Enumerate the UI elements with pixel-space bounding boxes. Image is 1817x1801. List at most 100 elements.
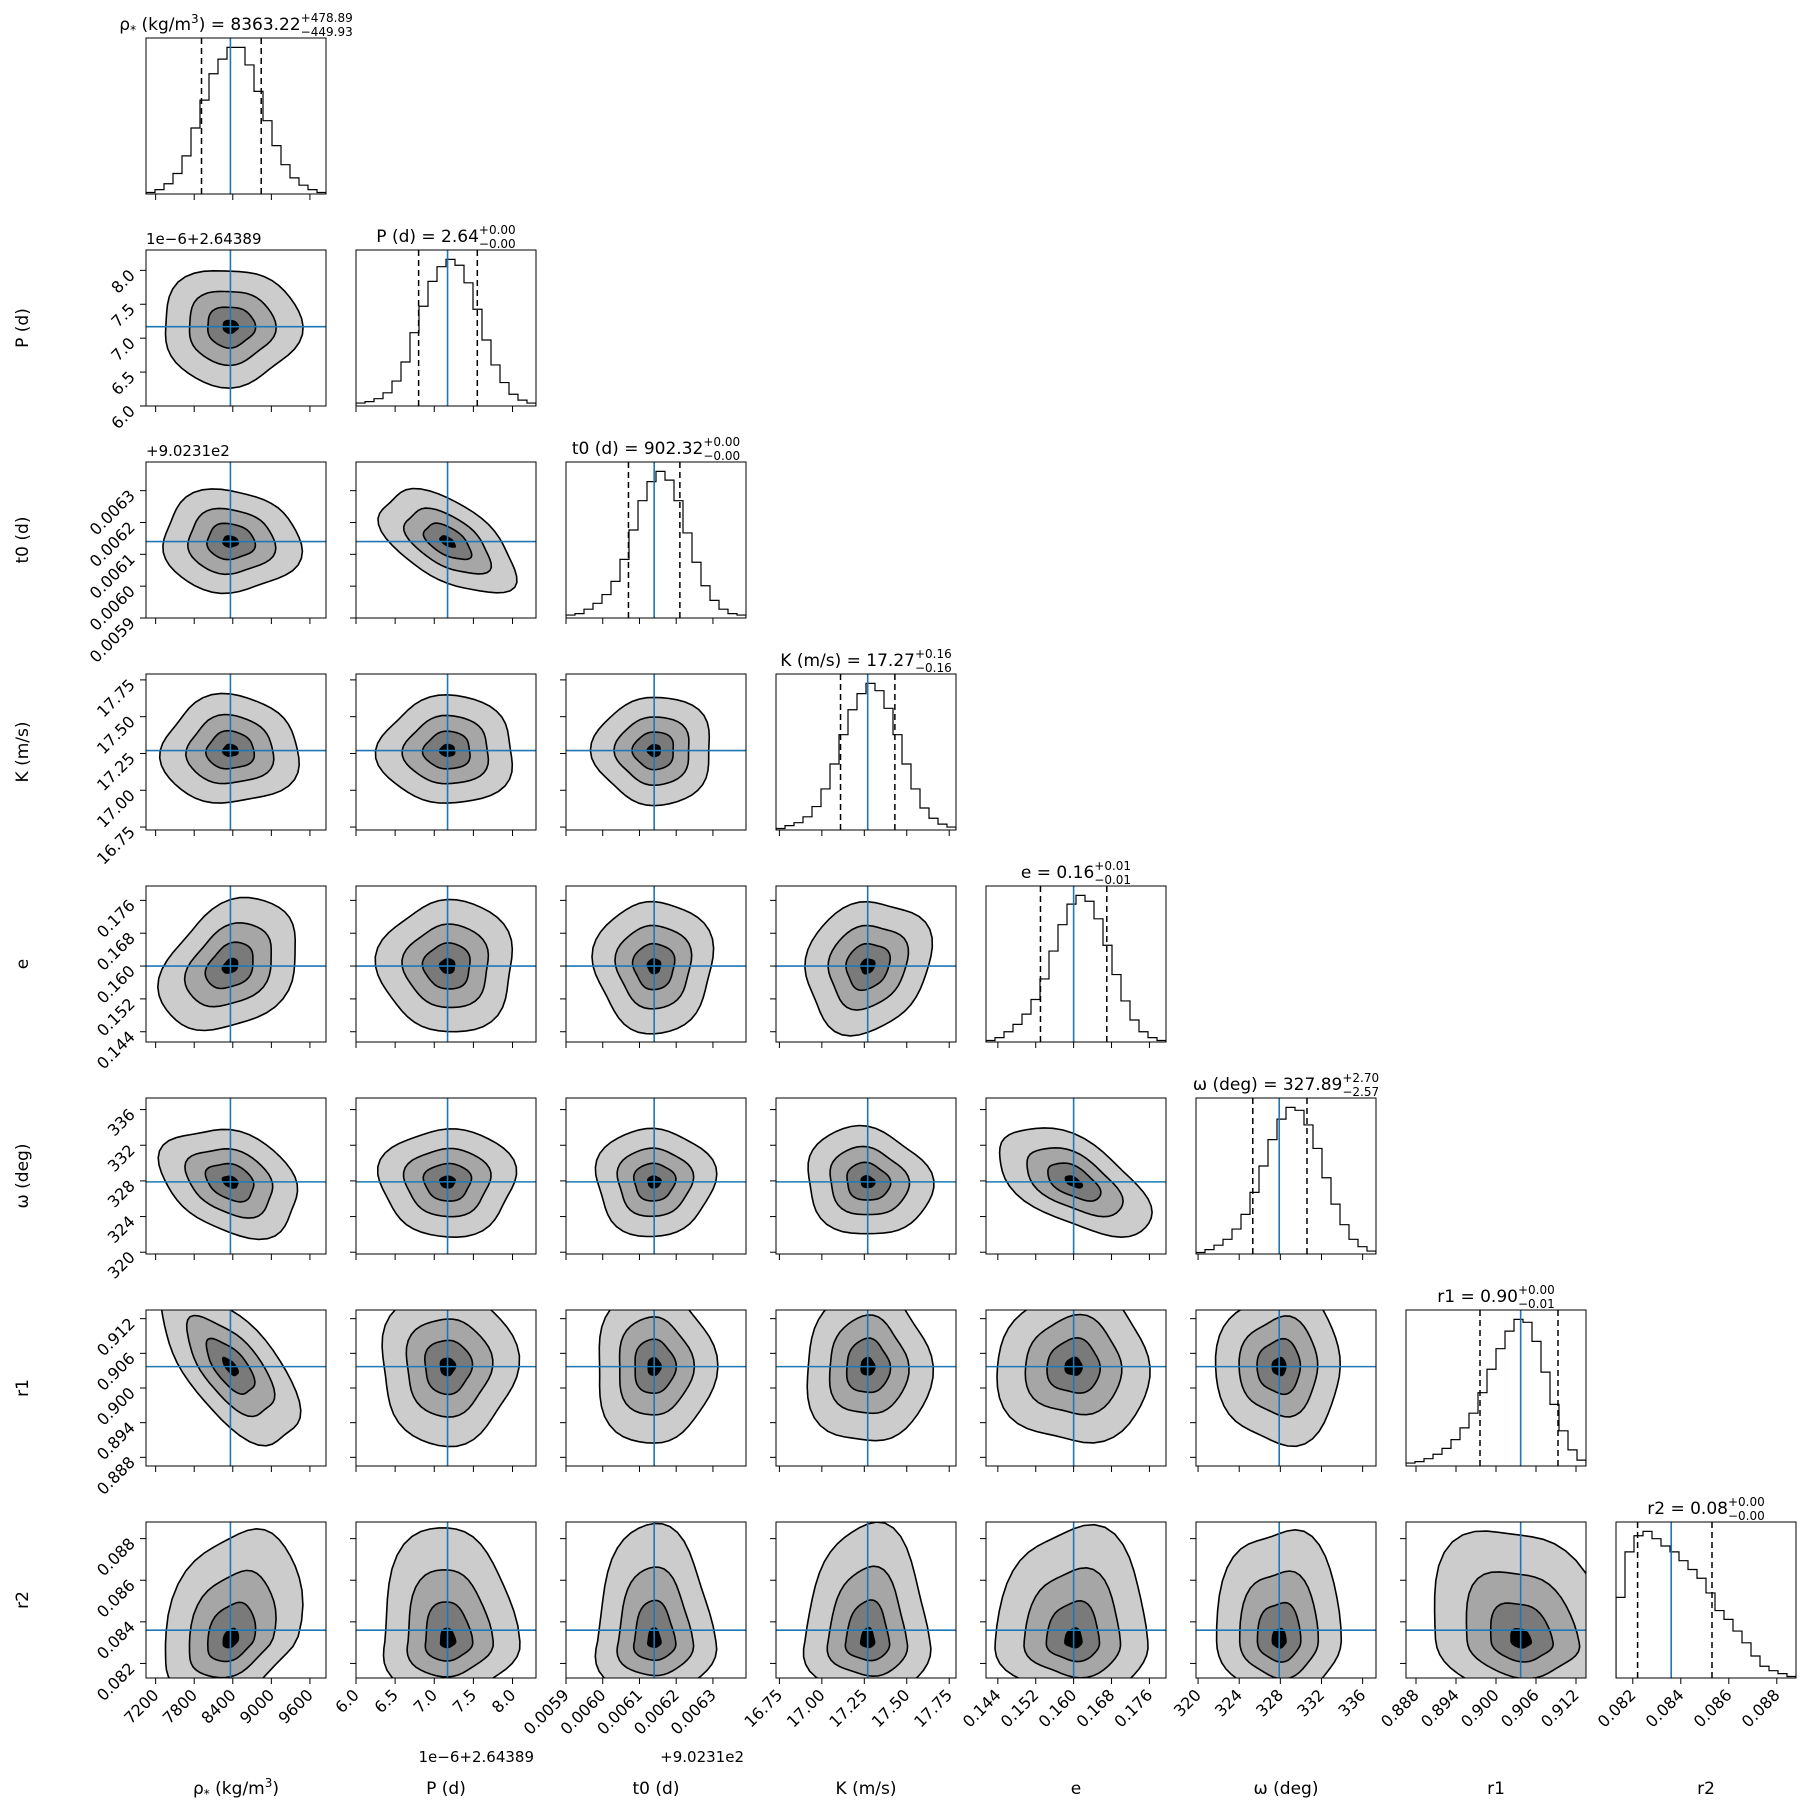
x-axis-label: ρ* (kg/m3) [193,1776,279,1801]
axes-frame [1615,1521,1797,1679]
x-tick-label: 17.75 [910,1685,956,1731]
axes-frame [355,885,537,1043]
hist-panel-r2: r2 = 0.08+0.00−0.00 [1615,1495,1797,1679]
x-tick-label: 0.888 [1377,1685,1423,1731]
x-offset-label: 1e−6+2.64389 [419,1748,534,1766]
axes-frame [355,249,537,407]
title-part: (kg/m [136,15,191,35]
x-tick-label: 0.082 [1594,1685,1640,1731]
x-tick-label: 0.912 [1537,1685,1583,1731]
label-part: 3 [265,1776,273,1790]
hist-panel-omega: ω (deg) = 327.89+2.70−2.57 [1193,1071,1379,1255]
y-tick-label: 17.00 [93,786,139,832]
contour-panel-omega-r2 [1196,1522,1376,1678]
axes-frame [355,673,537,831]
hist-title-K: K (m/s) = 17.27+0.16−0.16 [780,647,951,675]
x-tick-label: 0.176 [1110,1685,1156,1731]
contour-panel-t0-r1 [566,1310,746,1466]
title-part: r2 = 0.08 [1647,1499,1728,1519]
axes-frame [145,37,327,195]
x-tick-label: 0.088 [1738,1685,1784,1731]
axes-frame [565,461,747,619]
y-tick-label: 6.5 [107,367,138,398]
histogram-step [1406,1318,1586,1466]
label-part: ) [272,1779,279,1799]
title-part: r1 = 0.90 [1437,1287,1518,1307]
y-tick-label: 0.086 [93,1576,139,1622]
contour-panel-rho-e [146,886,326,1042]
title-part: +0.00 [703,435,740,449]
y-axis-label: K (m/s) [13,722,33,783]
axes-frame [145,249,327,407]
hist-panel-e: e = 0.16+0.01−0.01 [985,859,1167,1043]
hist-title-omega: ω (deg) = 327.89+2.70−2.57 [1193,1071,1379,1099]
contour-panel-t0-K [566,674,746,830]
contour-panel-r1-r2 [1406,1522,1586,1678]
y-axis-label: e [13,959,33,969]
x-tick-label: 332 [1293,1685,1328,1720]
axes-frame [145,461,327,619]
y-tick-label: 16.75 [93,822,139,868]
title-part: −0.01 [1518,1297,1555,1311]
title-part: 3 [191,12,199,26]
y-axis-label: r2 [13,1591,33,1609]
x-tick-label: 16.75 [740,1685,786,1731]
y-tick-label: 0.088 [93,1534,139,1580]
y-tick-label: 336 [104,1105,139,1140]
title-part: +2.70 [1342,1071,1379,1085]
x-tick-label: 8.0 [488,1685,519,1716]
y-tick-label: 0.176 [93,896,139,942]
title-part: +0.00 [479,223,516,237]
axes-frame [1195,1097,1377,1255]
title-part: −2.57 [1342,1085,1379,1099]
contour-panel-K-r2 [776,1522,956,1678]
histogram-step [566,470,746,618]
y-axis-label: r1 [13,1379,33,1397]
axes-frame [565,885,747,1043]
histogram-step [146,46,326,194]
y-tick-label: 332 [104,1141,139,1176]
contour-panel-K-omega [776,1098,956,1254]
contour-panel-e-r1 [986,1310,1166,1466]
title-part: * [130,23,136,37]
axes-frame [775,673,957,831]
hist-panel-P: P (d) = 2.64+0.00−0.00 [355,223,537,407]
hist-title-e: e = 0.16+0.01−0.01 [1021,859,1131,887]
x-tick-label: 328 [1252,1685,1287,1720]
histogram-step [1196,1106,1376,1254]
x-tick-label: 7800 [159,1685,201,1727]
x-offset-label: +9.0231e2 [660,1748,744,1766]
x-tick-label: 336 [1334,1685,1369,1720]
y-tick-label: 17.50 [93,712,139,758]
contour-panel-P-t0 [356,462,536,618]
y-axis-label: t0 (d) [13,517,33,564]
title-part: −0.01 [1094,873,1131,887]
axes-frame [775,885,957,1043]
contour-panel-omega-r1 [1196,1310,1376,1466]
x-tick-label: 320 [1170,1685,1205,1720]
axes-frame [985,1097,1167,1255]
title-part: ρ [119,15,130,35]
x-tick-label: 7.0 [410,1685,441,1716]
hist-title-rho: ρ* (kg/m3) = 8363.22+478.89−449.93 [119,11,352,39]
hist-title-P: P (d) = 2.64+0.00−0.00 [376,223,515,251]
x-axis-label: r2 [1697,1779,1715,1799]
axes-frame [985,1521,1167,1679]
title-part: +0.01 [1094,859,1131,873]
title-part: +0.16 [915,647,952,661]
y-tick-label: 17.75 [93,675,139,721]
contour-panel-rho-r1 [146,1310,326,1466]
y-tick-label: 0.900 [93,1383,139,1429]
y-axis-label: ω (deg) [13,1144,33,1209]
x-tick-label: 7.5 [449,1685,480,1716]
y-offset-label: +9.0231e2 [146,442,230,460]
title-part: +478.89 [301,11,353,25]
contour-panel-rho-t0 [146,462,326,618]
axes-frame [145,885,327,1043]
title-part: K (m/s) = 17.27 [780,651,915,671]
contour-panel-rho-K [146,674,326,830]
title-part: −0.16 [915,661,952,675]
axes-frame [775,1097,957,1255]
y-tick-label: 7.0 [107,334,138,365]
label-part: (kg/m [210,1779,265,1799]
